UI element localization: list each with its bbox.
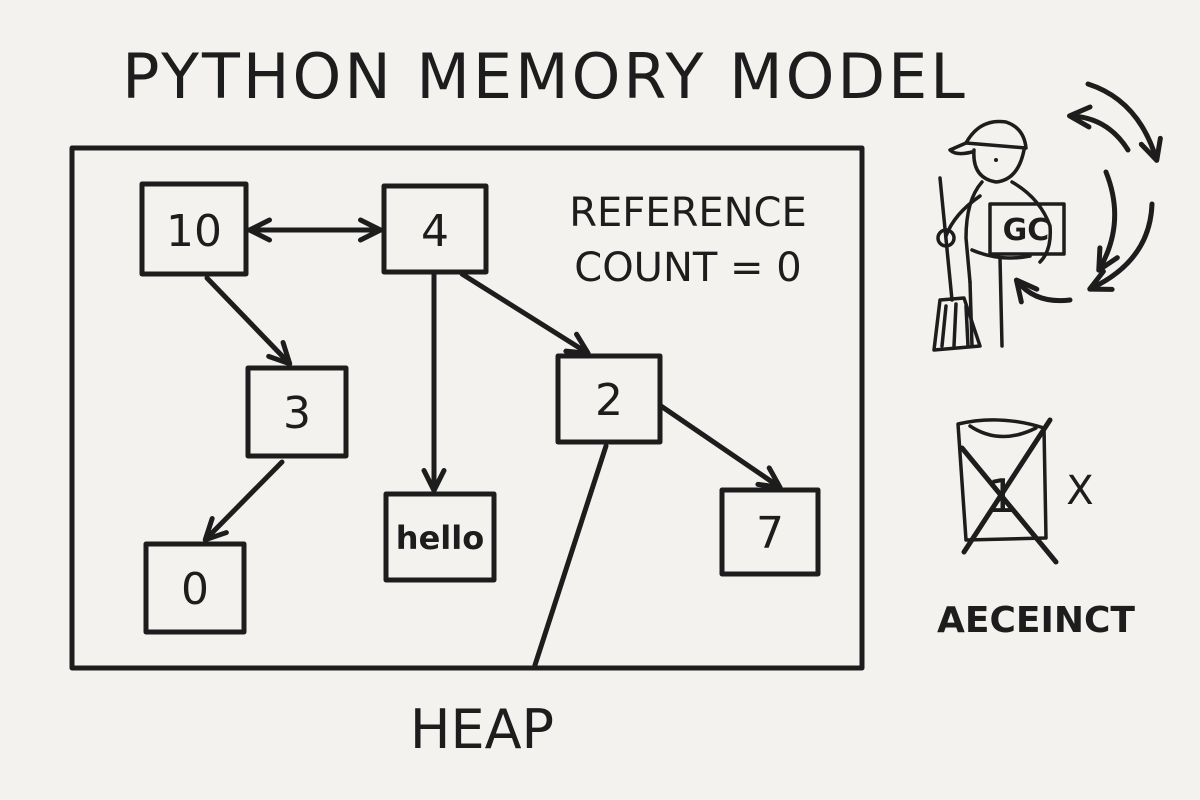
cycle-arrow-icon	[1013, 277, 1073, 305]
freed-object-caption: AECEINCT	[937, 600, 1135, 641]
reference-note-line1: REFERENCE	[569, 190, 807, 236]
node-value: 4	[421, 206, 449, 257]
heap-object-10: 10	[139, 181, 249, 277]
freed-object-x-mark: X	[1066, 468, 1093, 514]
node-value: 3	[283, 388, 311, 439]
node-value: 7	[756, 508, 784, 559]
edge-10-3	[204, 275, 293, 367]
page-title: PYTHON MEMORY MODEL	[122, 40, 968, 113]
cycle-arrow-icon	[1067, 104, 1131, 153]
gc-badge: GC	[1003, 213, 1050, 248]
node-value: 10	[166, 206, 222, 257]
node-value: 0	[181, 564, 209, 615]
cycle-arrow-icon	[1085, 81, 1163, 163]
edge-3-0	[202, 459, 285, 543]
crossed-out-bag-icon	[956, 417, 1059, 565]
heap-object-hello: hello	[383, 491, 497, 583]
cycle-arrow-icon	[1096, 169, 1120, 273]
heap-object-2: 2	[555, 353, 663, 445]
heap-frame	[69, 145, 865, 671]
cycle-arrow-icon	[1087, 201, 1155, 292]
edge-2-heap	[532, 443, 609, 668]
janitor-with-broom-icon: GC	[932, 119, 1066, 352]
reference-note-line2: COUNT = 0	[574, 245, 801, 291]
edge-4-2	[459, 271, 591, 356]
freed-object-value: 1	[987, 469, 1016, 523]
node-value: hello	[396, 519, 484, 557]
heap-object-3: 3	[245, 365, 349, 459]
node-value: 2	[595, 375, 623, 426]
heap-object-7: 7	[719, 487, 821, 577]
edge-2-7	[655, 401, 783, 490]
heap-object-0: 0	[143, 541, 247, 635]
heap-label: HEAP	[410, 698, 554, 761]
heap-object-4: 4	[381, 183, 489, 275]
